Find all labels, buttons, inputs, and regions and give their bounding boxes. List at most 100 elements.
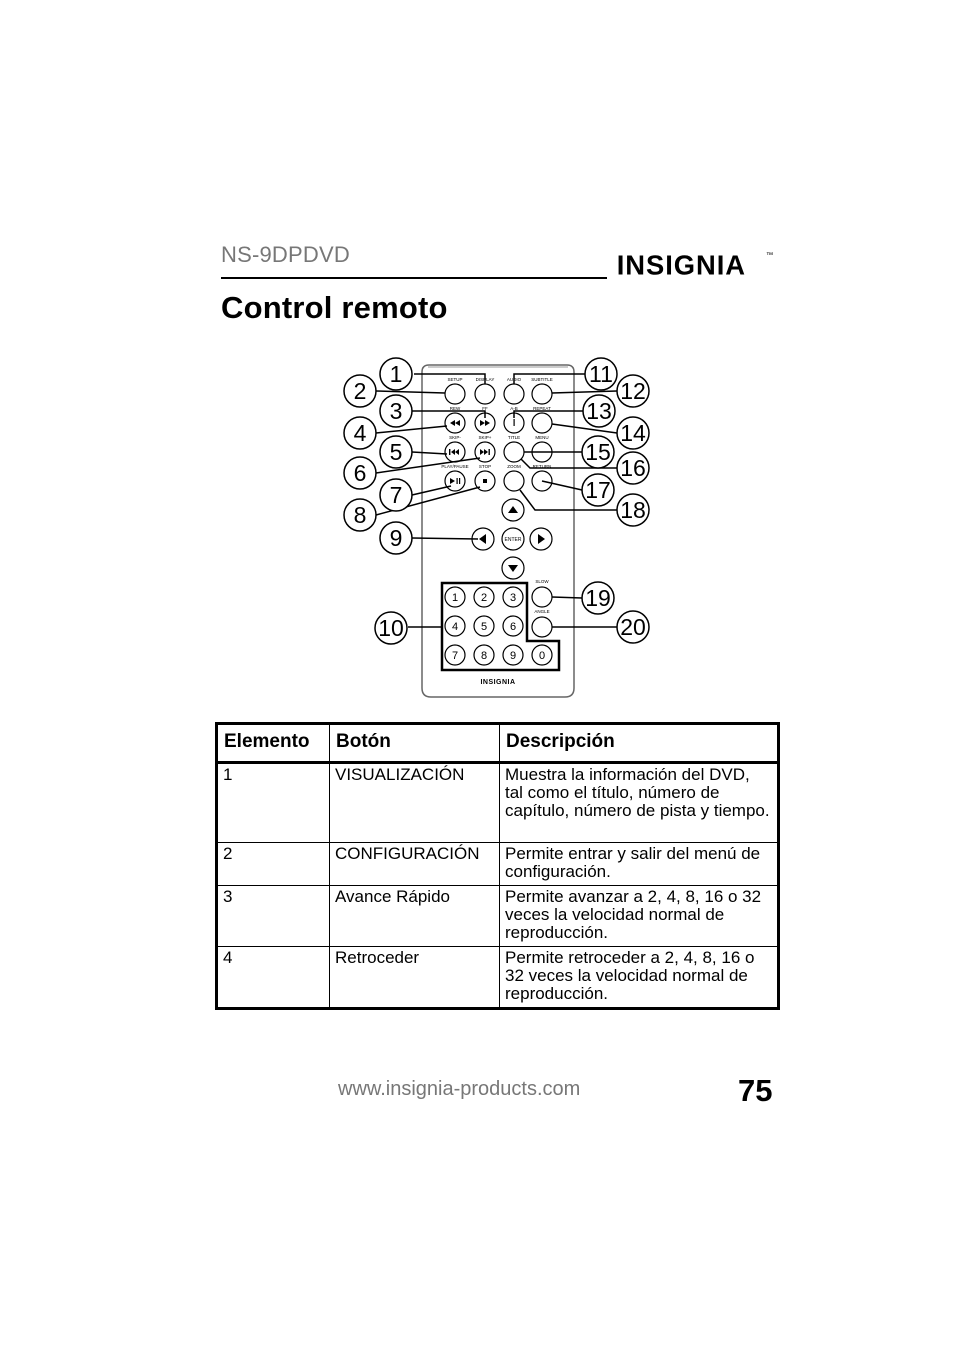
item-number: 2 bbox=[216, 842, 330, 886]
leader-17 bbox=[541, 480, 583, 491]
callout-4 bbox=[343, 416, 377, 450]
leader-3 bbox=[412, 410, 486, 418]
digit-7-label: 7 bbox=[452, 650, 458, 662]
button-name: VISUALIZACIÓN bbox=[329, 762, 500, 843]
callout-16 bbox=[616, 451, 650, 485]
callout-11-label: 11 bbox=[589, 361, 613, 387]
table-header-row: Elemento Botón Descripción bbox=[216, 723, 779, 764]
table-row: 1 VISUALIZACIÓN Muestra la información d… bbox=[216, 762, 779, 843]
fast-forward-icon bbox=[480, 420, 490, 426]
subtitle-button bbox=[531, 383, 553, 405]
ab-mark-icon bbox=[513, 419, 515, 426]
callout-15 bbox=[581, 435, 615, 469]
ab-label: A-B bbox=[510, 406, 518, 411]
page-title: Control remoto bbox=[221, 290, 448, 325]
callout-1-label: 1 bbox=[390, 361, 403, 387]
slow-button bbox=[531, 586, 553, 608]
stop-icon bbox=[483, 479, 487, 483]
digit-2-button bbox=[473, 586, 495, 608]
callout-17 bbox=[581, 473, 615, 507]
trademark-symbol: ™ bbox=[766, 250, 774, 259]
digit-5-button bbox=[473, 615, 495, 637]
arrow-down-icon bbox=[508, 565, 518, 572]
title-label: TITLE bbox=[508, 435, 520, 440]
digit-0-button bbox=[531, 644, 553, 666]
callout-19-label: 19 bbox=[585, 585, 611, 611]
digit-3-label: 3 bbox=[510, 592, 516, 604]
callout-13-label: 13 bbox=[586, 398, 612, 424]
digit-2-label: 2 bbox=[481, 592, 487, 604]
digit-6-label: 6 bbox=[510, 621, 516, 633]
angle-button bbox=[531, 616, 553, 638]
model-number: NS-9DPDVD bbox=[221, 242, 350, 267]
leader-7 bbox=[411, 485, 452, 496]
leader-19 bbox=[551, 596, 583, 599]
callout-17-label: 17 bbox=[585, 477, 611, 503]
leader-12 bbox=[551, 390, 618, 394]
insignia-logo: INSIGNIA ™ bbox=[617, 249, 774, 280]
skip-plus-label: SKIP+ bbox=[479, 435, 492, 440]
digit-9-label: 9 bbox=[510, 650, 516, 662]
setup-label: SETUP bbox=[447, 377, 462, 382]
callout-11 bbox=[584, 357, 618, 391]
enter-button bbox=[501, 527, 525, 551]
callout-7 bbox=[379, 478, 413, 512]
zoom-button bbox=[503, 470, 525, 492]
digit-8-label: 8 bbox=[481, 650, 487, 662]
digit-3-button bbox=[502, 586, 524, 608]
leader-1 bbox=[414, 373, 486, 384]
item-number: 4 bbox=[216, 946, 330, 1009]
arrow-up-icon bbox=[508, 506, 518, 513]
leader-5 bbox=[411, 451, 448, 455]
callout-20-label: 20 bbox=[620, 614, 646, 640]
header-elemento: Elemento bbox=[216, 723, 330, 764]
leader-4 bbox=[375, 425, 448, 434]
callout-3-label: 3 bbox=[390, 398, 403, 424]
item-number: 3 bbox=[216, 885, 330, 947]
remote-logo: INSIGNIA bbox=[480, 679, 515, 686]
callout-10-label: 10 bbox=[378, 615, 404, 641]
digit-7-button bbox=[444, 644, 466, 666]
callout-14 bbox=[616, 416, 650, 450]
callout-8 bbox=[343, 498, 377, 532]
digit-9-button bbox=[502, 644, 524, 666]
button-name: Retroceder bbox=[329, 946, 500, 1009]
digit-0-label: 0 bbox=[539, 650, 545, 662]
callout-14-label: 14 bbox=[620, 420, 646, 446]
digit-4-label: 4 bbox=[452, 621, 458, 633]
arrow-left-icon bbox=[479, 534, 486, 544]
logo-wordmark: INSIGNIA bbox=[617, 249, 746, 280]
button-description: Permite entrar y salir del menú de confi… bbox=[499, 842, 779, 886]
leader-9 bbox=[411, 537, 479, 540]
setup-button bbox=[444, 383, 466, 405]
digit-8-button bbox=[473, 644, 495, 666]
digit-6-button bbox=[502, 615, 524, 637]
button-description: Permite retroceder a 2, 4, 8, 16 o 32 ve… bbox=[499, 946, 779, 1009]
item-number: 1 bbox=[216, 762, 330, 843]
callout-18 bbox=[616, 493, 650, 527]
leader-2 bbox=[375, 390, 446, 394]
remote-body bbox=[421, 364, 575, 698]
play-pause-label: PLAY/PAUSE bbox=[441, 464, 468, 469]
leader-6 bbox=[375, 457, 481, 474]
callout-9 bbox=[379, 521, 413, 555]
callout-16-label: 16 bbox=[620, 455, 646, 481]
skip-forward-icon bbox=[480, 449, 490, 455]
stop-label: STOP bbox=[479, 464, 491, 469]
callout-18-label: 18 bbox=[620, 497, 646, 523]
skip-back-icon bbox=[449, 449, 459, 455]
button-name: Avance Rápido bbox=[329, 885, 500, 947]
callout-2 bbox=[343, 374, 377, 408]
display-button bbox=[474, 383, 496, 405]
callout-9-label: 9 bbox=[390, 525, 403, 551]
callout-5-label: 5 bbox=[390, 439, 403, 465]
digit-1-button bbox=[444, 586, 466, 608]
return-label: RETURN bbox=[533, 464, 552, 469]
leader-16 bbox=[520, 458, 617, 469]
header-divider bbox=[221, 277, 607, 279]
digit-4-button bbox=[444, 615, 466, 637]
callout-2-label: 2 bbox=[354, 378, 367, 404]
play-pause-icon bbox=[450, 478, 461, 484]
callout-4-label: 4 bbox=[354, 420, 367, 446]
callout-12-label: 12 bbox=[620, 378, 646, 404]
